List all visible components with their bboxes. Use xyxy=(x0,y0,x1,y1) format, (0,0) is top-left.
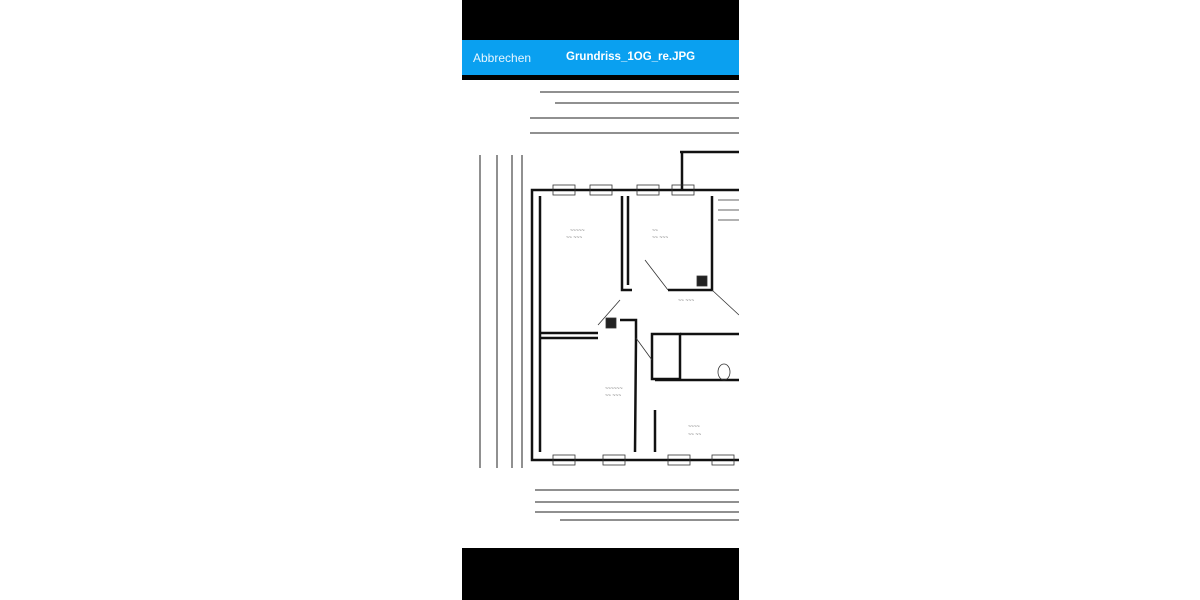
inner-wall xyxy=(620,318,638,453)
window xyxy=(602,454,626,466)
window xyxy=(671,184,695,196)
chimney xyxy=(605,317,617,329)
top-app-bar: Abbrechen Grundriss_1OG_re.JPG xyxy=(462,40,739,75)
file-name-title: Grundriss_1OG_re.JPG xyxy=(566,51,696,63)
svg-text:~~: ~~ xyxy=(652,228,658,234)
svg-text:~~ ~~~: ~~ ~~~ xyxy=(605,393,621,399)
floor-plan-image: ~~~~~ ~~ ~~~ ~~ ~~ ~~~ ~~ ~~~ ~~~~~~ ~~ … xyxy=(479,91,739,521)
cancel-button[interactable]: Abbrechen xyxy=(473,51,532,65)
window xyxy=(589,184,613,196)
svg-text:~~~~: ~~~~ xyxy=(688,424,700,430)
svg-text:~~ ~~~: ~~ ~~~ xyxy=(566,235,582,241)
chimney xyxy=(696,275,708,287)
door-swing xyxy=(711,289,739,316)
door-swing xyxy=(635,337,653,361)
image-viewer[interactable]: ~~~~~ ~~ ~~~ ~~ ~~ ~~~ ~~ ~~~ ~~~~~~ ~~ … xyxy=(462,80,739,548)
door-swing xyxy=(597,299,621,326)
window xyxy=(711,454,735,466)
phone-screen: Abbrechen Grundriss_1OG_re.JPG xyxy=(462,0,739,600)
svg-text:~~ ~~~: ~~ ~~~ xyxy=(678,298,694,304)
bathtub xyxy=(650,332,682,381)
svg-text:~~ ~~: ~~ ~~ xyxy=(688,432,701,438)
window xyxy=(552,454,576,466)
window xyxy=(667,454,691,466)
window xyxy=(636,184,660,196)
svg-text:~~~~~: ~~~~~ xyxy=(570,228,585,234)
outer-wall xyxy=(530,188,739,462)
toilet xyxy=(717,363,731,381)
window xyxy=(552,184,576,196)
inner-wall xyxy=(620,196,632,292)
svg-text:~~ ~~~: ~~ ~~~ xyxy=(652,235,668,241)
svg-text:~~~~~~: ~~~~~~ xyxy=(605,386,623,392)
door-swing xyxy=(644,259,669,291)
